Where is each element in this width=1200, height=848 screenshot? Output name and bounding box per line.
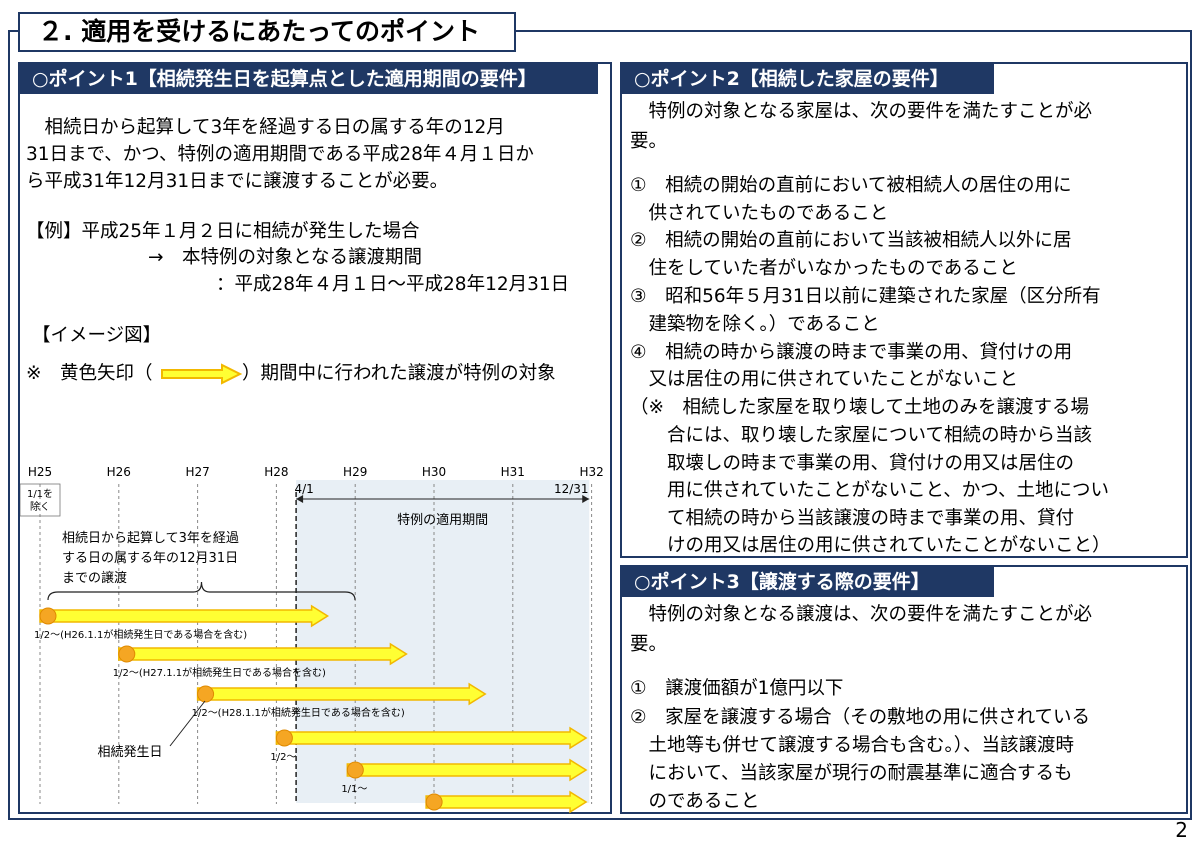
legend-note-suffix: ）期間中に行われた譲渡が特例の対象: [242, 363, 556, 384]
example-line: ：平成28年４月１日～平成28年12月31日: [216, 274, 570, 295]
inheritance-label: 相続発生日: [97, 745, 162, 760]
period-arrow: [346, 758, 588, 782]
point2-line: ① 相続の開始の直前において被相続人の居住の用に: [630, 175, 1072, 196]
point1-line: 相続日から起算して3年を経過する日の属する年の12月: [26, 117, 505, 138]
point2-line: 住をしていた者がいなかったものであること: [630, 258, 1018, 279]
point3-panel: ○ポイント3【譲渡する際の要件】 特例の対象となる譲渡は、次の要件を満たすことが…: [620, 565, 1188, 814]
point2-line: 建築物を除く。）であること: [630, 314, 880, 335]
point2-line: けの用又は居住の用に供されていたことがないこと）: [630, 535, 1111, 556]
point2-line: 又は居住の用に供されていたことがないこと: [630, 369, 1018, 390]
brace-label: 相続日から起算して3年を経過: [62, 531, 239, 546]
year-label: H30: [422, 465, 446, 479]
period-background: [296, 480, 590, 803]
period-arrow: [39, 604, 330, 628]
inheritance-dot: [346, 761, 364, 779]
point2-line: 供されていたものであること: [630, 203, 889, 224]
point2-line: 用に供されていたことがないこと、かつ、土地につい: [630, 480, 1109, 501]
arrow-label: 1/2～(H26.1.1が相続発生日である場合を含む): [34, 628, 247, 641]
period-arrow: [275, 726, 588, 750]
period-arrowhead-left: [296, 495, 304, 503]
brace: [47, 581, 356, 601]
point2-line: て相続の時から当該譲渡の時まで事業の用、貸付: [630, 508, 1075, 529]
point3-header: ○ポイント3【譲渡する際の要件】: [622, 567, 994, 597]
inheritance-dot: [275, 729, 293, 747]
point2-line: （※ 相続した家屋を取り壊して土地のみを譲渡する場: [630, 397, 1089, 418]
period-arrow: [118, 642, 408, 666]
point1-header: ○ポイント1【相続発生日を起算点とした適用期間の要件】: [20, 64, 598, 94]
point1-line: 31日まで、かつ、特例の適用期間である平成28年４月１日か: [26, 144, 534, 165]
image-label: 【イメージ図】: [32, 325, 162, 346]
brace-label: までの譲渡: [62, 570, 127, 586]
jan1-note-box: [20, 483, 61, 517]
frame-right: [1190, 30, 1192, 820]
point3-line: 土地等も併せて譲渡する場合も含む。）、当該譲渡時: [630, 735, 1075, 756]
arrow-label: 1/1～: [341, 784, 367, 795]
point2-line: 特例の対象となる家屋は、次の要件を満たすことが必: [630, 101, 1092, 122]
year-label: H27: [185, 465, 209, 479]
legend-yellow-arrow: [161, 363, 242, 385]
arrow-label: 1/2～: [270, 752, 296, 763]
page-title: ２. 適用を受けるにあたってのポイント: [18, 12, 516, 52]
point2-line: ④ 相続の時から譲渡の時まで事業の用、貸付けの用: [630, 342, 1073, 363]
point1-line: ら平成31年12月31日までに譲渡することが必要。: [26, 171, 449, 192]
page-number: 2: [1175, 818, 1188, 842]
year-label: H32: [579, 465, 603, 479]
frame-top-right: [516, 30, 1192, 32]
point2-line: ③ 昭和56年５月31日以前に建築された家屋（区分所有: [630, 286, 1101, 307]
year-label: H31: [501, 465, 525, 479]
year-label: H28: [264, 465, 288, 479]
inheritance-dot: [425, 793, 443, 811]
point3-line: 特例の対象となる譲渡は、次の要件を満たすことが必: [630, 604, 1092, 625]
example-line: → 本特例の対象となる譲渡期間: [148, 247, 422, 268]
frame-bottom: [8, 818, 1192, 820]
point2-line: ② 相続の開始の直前において当該被相続人以外に居: [630, 230, 1072, 251]
year-label: H26: [107, 465, 131, 479]
point2-panel: ○ポイント2【相続した家屋の要件】 特例の対象となる家屋は、次の要件を満たすこと…: [620, 62, 1188, 558]
period-arrow: [425, 790, 588, 814]
point3-line: ① 譲渡価額が1億円以下: [630, 678, 844, 699]
frame-left: [8, 30, 10, 820]
year-label: H29: [343, 465, 367, 479]
point2-line: 取壊しの時まで事業の用、貸付けの用又は居住の: [630, 453, 1075, 474]
point1-panel: ○ポイント1【相続発生日を起算点とした適用期間の要件】 相続日から起算して3年を…: [18, 62, 612, 814]
point2-header: ○ポイント2【相続した家屋の要件】: [622, 64, 994, 94]
inheritance-dot: [197, 685, 215, 703]
inheritance-dot: [118, 645, 136, 663]
point3-line: において、当該家屋が現行の耐震基準に適合するも: [630, 763, 1073, 784]
example-line: 【例】平成25年１月２日に相続が発生した場合: [26, 221, 420, 242]
point3-line: ② 家屋を譲渡する場合（その敷地の用に供されている: [630, 707, 1091, 728]
period-end-label: 12/31: [554, 482, 589, 496]
point3-line: 要。: [630, 634, 668, 655]
point3-line: のであること: [630, 791, 760, 812]
period-arrowhead-right: [582, 495, 590, 503]
inheritance-dot: [39, 607, 57, 625]
jan1-note: 1/1を: [27, 488, 53, 500]
point2-line: 合には、取り壊した家屋について相続の時から当該: [630, 425, 1092, 446]
inheritance-pointer: [169, 700, 206, 747]
period-start-label: 4/1: [294, 482, 313, 496]
period-label: 特例の適用期間: [397, 512, 488, 528]
point2-line: 要。: [630, 131, 668, 152]
frame-top-left: [8, 30, 20, 32]
jan1-note: 除く: [30, 500, 50, 513]
arrow-label: 1/2～(H28.1.1が相続発生日である場合を含む): [192, 706, 405, 719]
legend-note-prefix: ※ 黄色矢印（: [26, 363, 153, 384]
year-label: H25: [28, 465, 52, 479]
period-arrow: [196, 682, 487, 706]
arrow-label: 1/2～(H27.1.1が相続発生日である場合を含む): [113, 666, 326, 679]
brace-label: する日の属する年の12月31日: [62, 551, 238, 566]
